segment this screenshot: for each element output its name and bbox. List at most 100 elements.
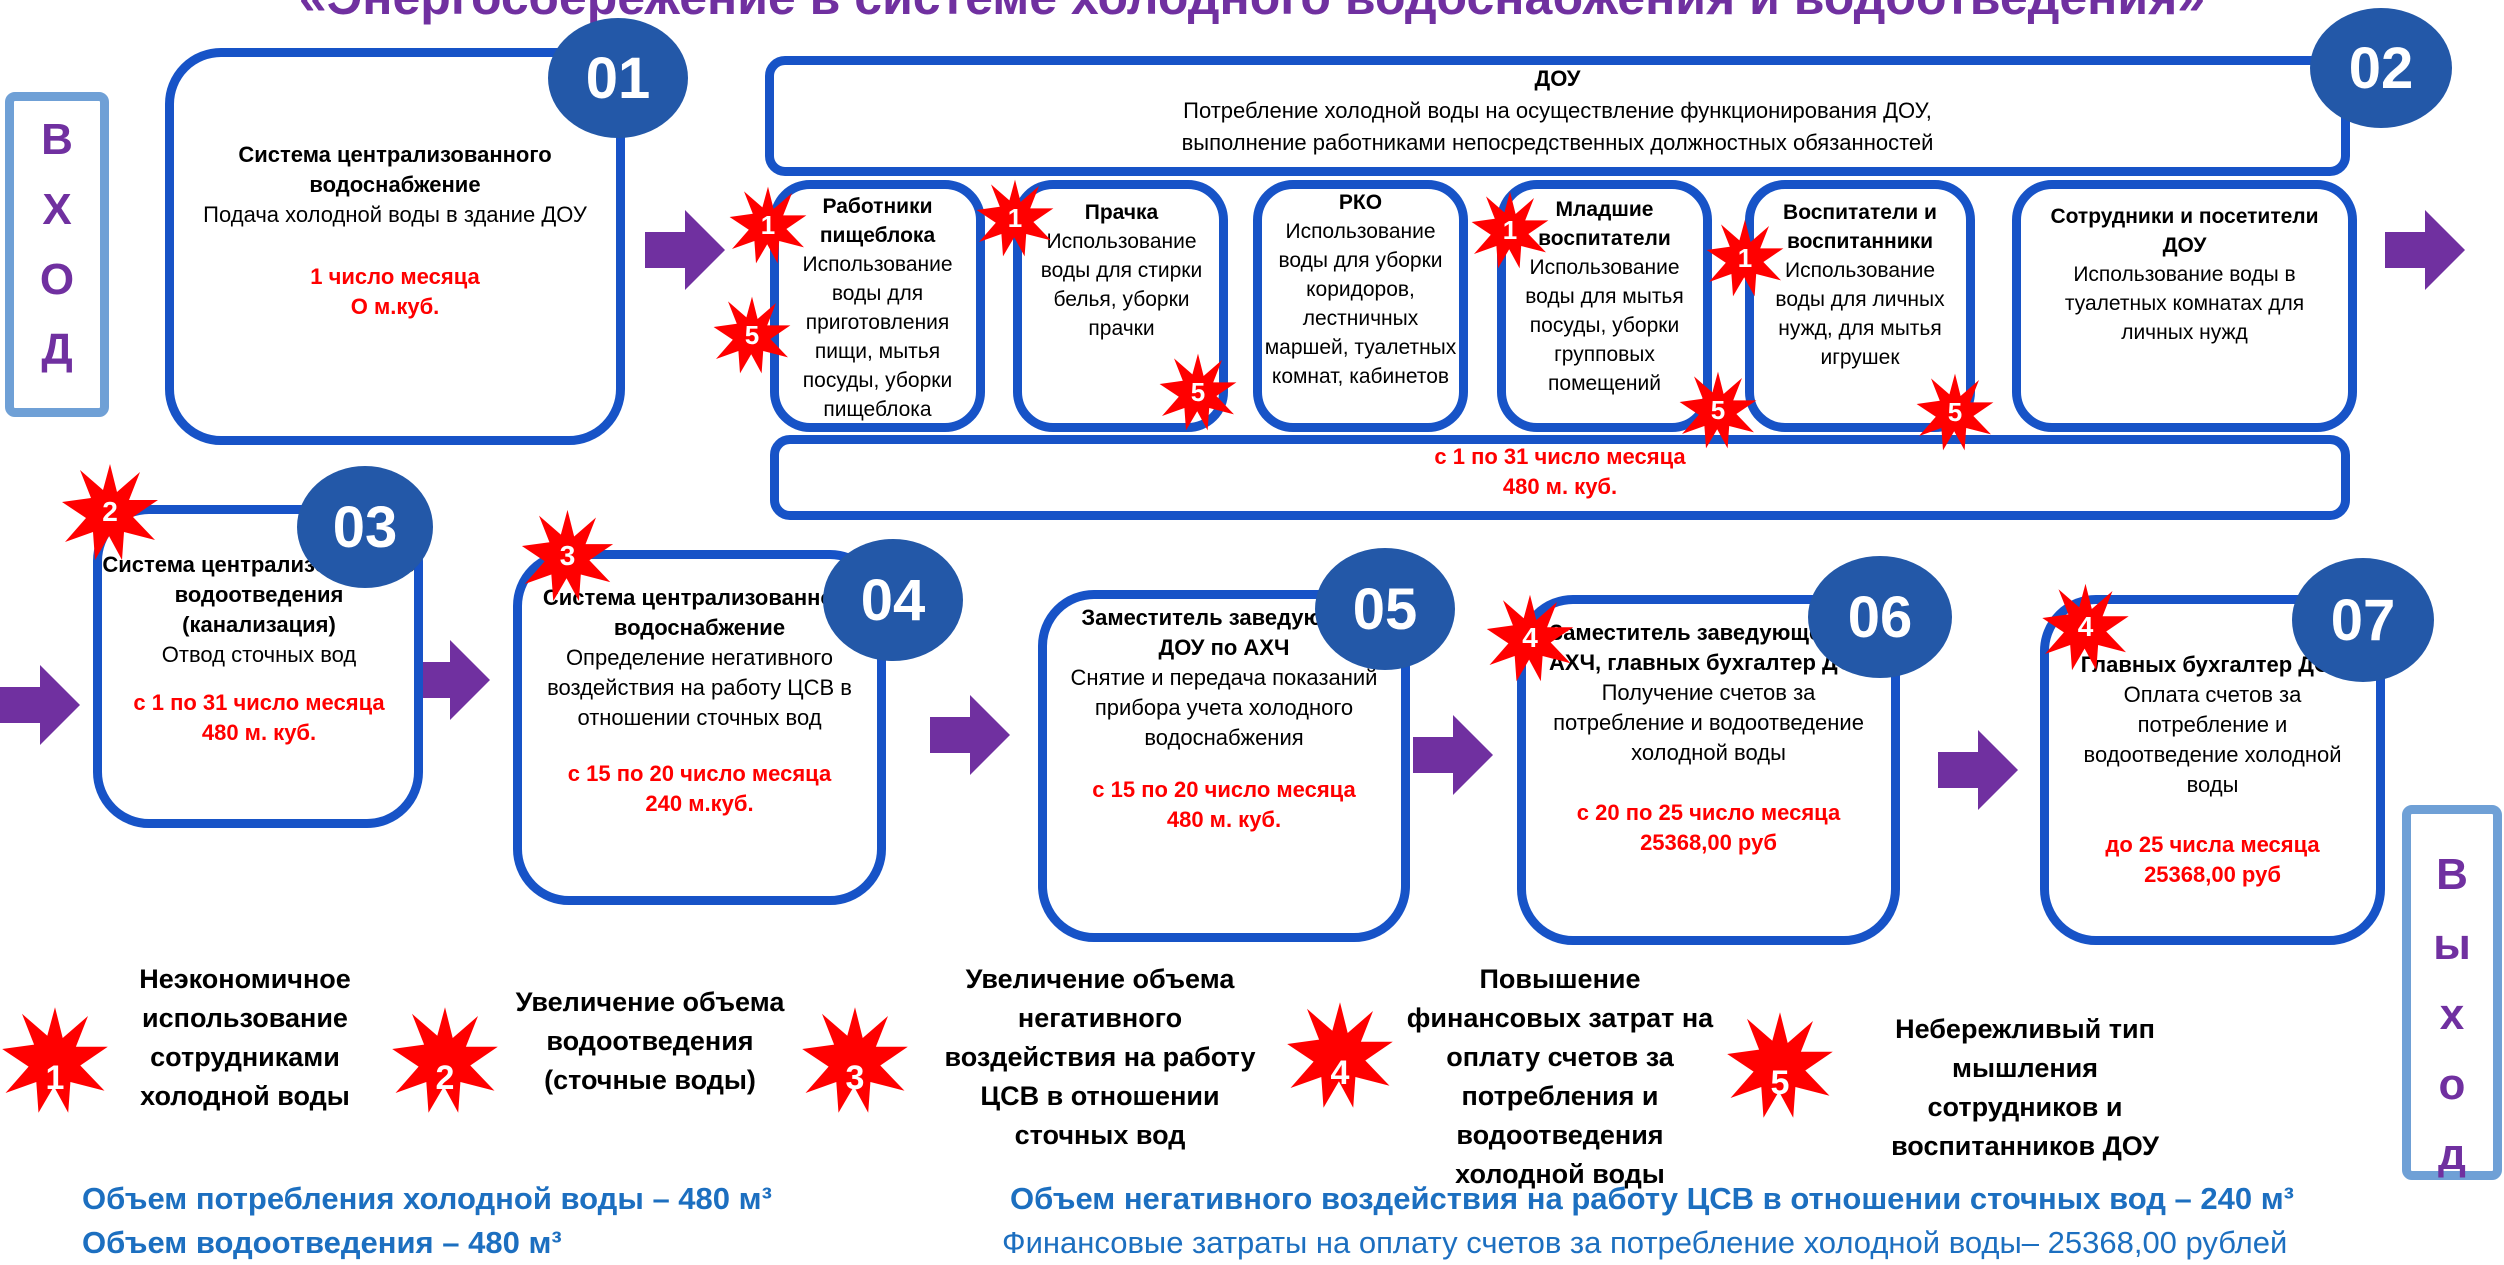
- arrow-right-icon: [2385, 210, 2465, 290]
- block-01-number-badge: 01: [548, 18, 688, 138]
- sub-box-rko-content: РКО Использование воды для уборки коридо…: [1262, 188, 1459, 391]
- page-title: «Энергосбережение в системе холодного во…: [0, 0, 2504, 26]
- sub-box-staff-visitors: [2012, 180, 2357, 432]
- arrow-right-icon: [930, 695, 1010, 775]
- block-02-text: Потребление холодной воды на осуществлен…: [1181, 98, 1934, 155]
- arrow-right-icon: [0, 665, 80, 745]
- exit-letter: д: [2438, 1130, 2466, 1179]
- arrow-right-icon: [1413, 715, 1493, 795]
- sub-text: Использование воды для приготовления пищ…: [802, 253, 953, 421]
- legend-star-2: 2: [390, 995, 500, 1125]
- risk-marker-1: 1: [1470, 190, 1550, 270]
- block-01-content: Система централизованного водоснабжение …: [200, 140, 590, 322]
- block-06-value: 25368,00 руб: [1640, 830, 1777, 855]
- sub-title: РКО: [1338, 191, 1383, 214]
- sub-box-junior-educators-content: Младшие воспитатели Использование воды д…: [1512, 195, 1697, 398]
- entry-letter: В: [41, 115, 73, 164]
- block-07-content: Главных бухгалтер ДОУ Оплата счетов за п…: [2060, 650, 2365, 890]
- exit-letter: ы: [2433, 920, 2471, 969]
- block-07-value: 25368,00 руб: [2144, 862, 2281, 887]
- block-03-date: с 1 по 31 число месяца: [133, 690, 385, 715]
- block-05-value: 480 м. куб.: [1166, 807, 1282, 832]
- arrow-right-icon: [410, 640, 490, 720]
- sub-box-laundry-content: Прачка Использование воды для стирки бел…: [1030, 198, 1213, 343]
- block-05-text: Снятие и передача показаний прибора учет…: [1070, 665, 1378, 750]
- risk-marker-5: 5: [1678, 370, 1758, 450]
- summary-water-disposal: Объем водоотведения – 480 м³: [82, 1225, 562, 1260]
- block-02-title: ДОУ: [1534, 66, 1581, 91]
- sub-text: Использование воды для личных нужд, для …: [1775, 259, 1945, 369]
- block-01-date: 1 число месяца: [310, 264, 480, 289]
- summary-financial-costs: Финансовые затраты на оплату счетов за п…: [1002, 1225, 2288, 1260]
- exit-letter: В: [2436, 850, 2468, 899]
- risk-marker-2: 2: [55, 462, 165, 562]
- legend-text-4: Повышение финансовых затрат на оплату сч…: [1406, 964, 1714, 1189]
- block-02-footer: [770, 435, 2350, 520]
- sub-text: Использование воды для мытья посуды, убо…: [1525, 256, 1684, 395]
- arrow-right-icon: [645, 210, 725, 290]
- block-03-value: 480 м. куб.: [201, 720, 317, 745]
- sub-title: Воспитатели и воспитанники: [1783, 201, 1937, 253]
- risk-marker-1: 1: [728, 185, 808, 265]
- block-03: [93, 505, 423, 828]
- block-02-footer-value: 480 м. куб.: [1502, 474, 1618, 499]
- block-05-content: Заместитель заведующей ДОУ по АХЧ Снятие…: [1068, 603, 1380, 835]
- legend-star-3: 3: [800, 995, 910, 1125]
- block-02-footer-date: с 1 по 31 число месяца: [1434, 444, 1686, 469]
- block-03-content: Система централизованного водоотведения …: [100, 550, 418, 748]
- sub-box-educators-content: Воспитатели и воспитанники Использование…: [1765, 198, 1955, 372]
- block-01-text: Подача холодной воды в здание ДОУ: [203, 202, 587, 227]
- risk-marker-4: 4: [2038, 582, 2133, 672]
- risk-marker-1: 1: [975, 178, 1055, 258]
- block-01-value: О м.куб.: [350, 294, 440, 319]
- summary-negative-impact: Объем негативного воздействия на работу …: [1010, 1181, 2295, 1216]
- risk-marker-4: 4: [1480, 593, 1580, 683]
- arrow-right-icon: [1938, 730, 2018, 810]
- block-04-text: Определение негативного воздействия на р…: [547, 645, 852, 730]
- sub-title: Прачка: [1084, 201, 1159, 224]
- sub-title: Сотрудники и посетители ДОУ: [2050, 205, 2319, 257]
- legend-star-5: 5: [1725, 1000, 1835, 1130]
- block-06-text: Получение счетов за потребление и водоот…: [1553, 680, 1864, 765]
- legend-text-2: Увеличение объема водоотведения (сточные…: [515, 987, 785, 1095]
- block-04-content: Система централизованного водоснабжение …: [528, 583, 871, 819]
- block-03-text: Отвод сточных вод: [161, 642, 357, 667]
- block-03-number-badge: 03: [297, 466, 433, 588]
- legend-text-1: Неэкономичное использование сотрудниками…: [139, 964, 351, 1111]
- block-07-title: Главных бухгалтер ДОУ: [2080, 652, 2345, 677]
- block-07-date: до 25 числа месяца: [2105, 832, 2320, 857]
- block-02-header-content: ДОУ Потребление холодной воды на осущест…: [780, 63, 2335, 159]
- block-07-number-badge: 07: [2292, 558, 2434, 682]
- block-01: [165, 48, 625, 445]
- legend-star-1: 1: [0, 995, 110, 1125]
- risk-marker-5: 5: [712, 295, 792, 375]
- risk-marker-3: 3: [520, 508, 615, 603]
- sub-title: Младшие воспитатели: [1538, 198, 1671, 250]
- block-04-title: Система централизованного водоснабжение: [542, 585, 857, 640]
- block-06-date: с 20 по 25 число месяца: [1576, 800, 1841, 825]
- exit-letter: о: [2438, 1060, 2466, 1109]
- block-07-text: Оплата счетов за потребление и водоотвед…: [2083, 682, 2342, 797]
- sub-box-rko: [1253, 180, 1468, 432]
- entry-letter: О: [39, 255, 75, 304]
- block-02-number-badge: 02: [2310, 8, 2452, 128]
- legend-star-4: 4: [1285, 990, 1395, 1120]
- block-06-number-badge: 06: [1808, 556, 1952, 678]
- summary-water-consumption: Объем потребления холодной воды – 480 м³: [82, 1181, 772, 1216]
- entry-box: [5, 92, 109, 417]
- block-01-title: Система централизованного водоснабжение: [238, 142, 552, 197]
- risk-marker-5: 5: [1915, 372, 1995, 452]
- sub-text: Использование воды в туалетных комнатах …: [2064, 263, 2305, 344]
- block-05-number-badge: 05: [1315, 548, 1455, 670]
- entry-letter: Д: [41, 325, 73, 374]
- legend-text-3: Увеличение объема негативного воздействи…: [944, 964, 1256, 1150]
- sub-box-staff-visitors-content: Сотрудники и посетители ДОУ Использовани…: [2032, 202, 2337, 347]
- sub-text: Использование воды для стирки белья, убо…: [1040, 230, 1203, 340]
- block-06-content: Заместитель заведующей по АХЧ, главных б…: [1537, 618, 1880, 858]
- entry-letter: Х: [42, 185, 72, 234]
- sub-box-kitchen-content: Работники пищеблока Использование воды д…: [785, 192, 970, 424]
- sub-text: Использование воды для уборки коридоров,…: [1264, 220, 1457, 388]
- sub-box-kitchen: [770, 180, 985, 432]
